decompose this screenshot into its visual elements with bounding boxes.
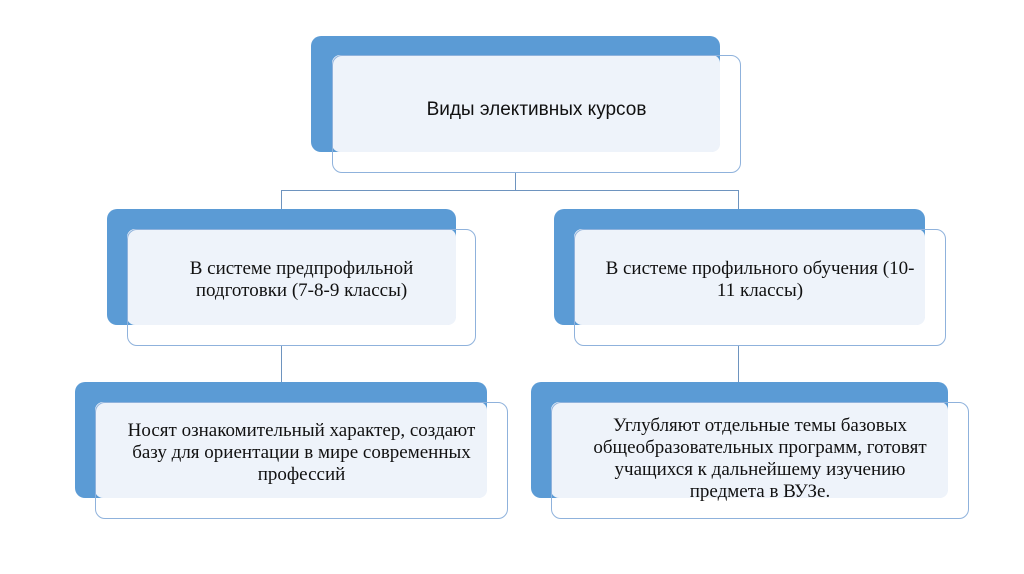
connector bbox=[281, 346, 282, 382]
node-profile-description: Углубляют отдельные темы базовых общеобр… bbox=[551, 402, 969, 519]
node-preprofile-label: В системе предпрофильной подготовки (7-8… bbox=[189, 257, 414, 301]
root-node-label: Виды элективных курсов bbox=[426, 99, 647, 120]
node-fill bbox=[551, 402, 948, 498]
root-node: Виды элективных курсов bbox=[332, 55, 741, 173]
node-profile-description-label: Углубляют отдельные темы базовых общеобр… bbox=[593, 414, 927, 502]
node-profile: В системе профильного обучения (10-11 кл… bbox=[574, 229, 946, 346]
connector bbox=[515, 173, 516, 190]
node-fill bbox=[95, 402, 487, 498]
root-node-fill bbox=[332, 55, 720, 152]
node-preprofile-description-label: Носят ознакомительный характер, создают … bbox=[127, 419, 476, 485]
connector bbox=[281, 190, 739, 191]
node-profile-label: В системе профильного обучения (10-11 кл… bbox=[605, 257, 915, 301]
connector bbox=[738, 346, 739, 382]
node-preprofile: В системе предпрофильной подготовки (7-8… bbox=[127, 229, 476, 346]
node-fill bbox=[574, 229, 925, 325]
connector bbox=[738, 190, 739, 209]
node-fill bbox=[127, 229, 456, 325]
node-preprofile-description: Носят ознакомительный характер, создают … bbox=[95, 402, 508, 519]
connector bbox=[281, 190, 282, 209]
